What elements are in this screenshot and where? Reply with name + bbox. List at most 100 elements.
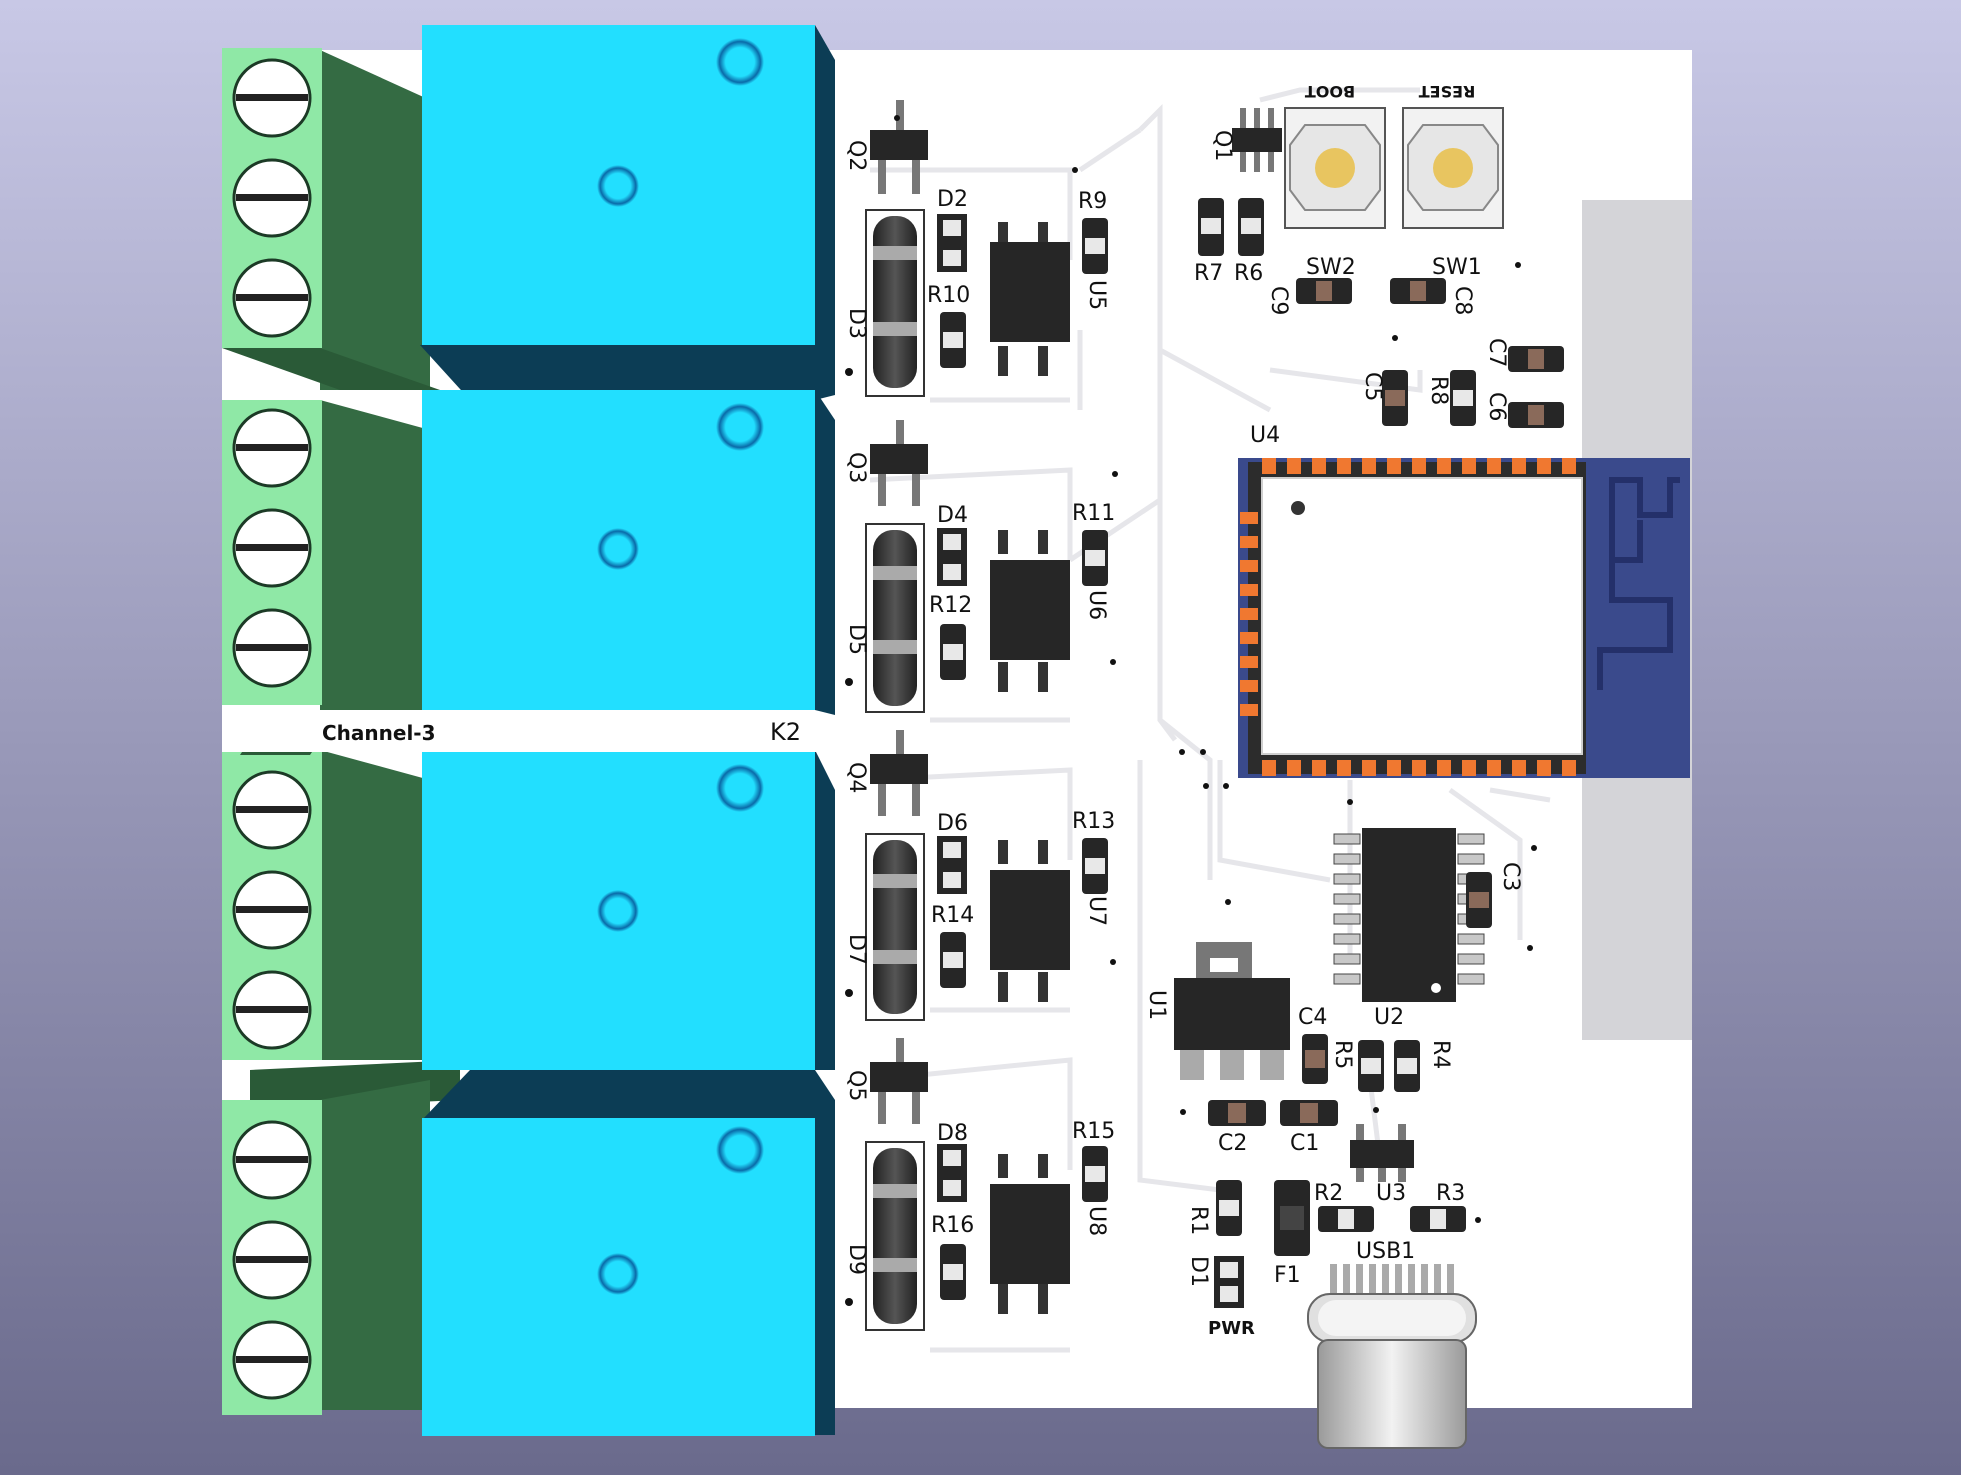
optocoupler-u6 bbox=[990, 530, 1070, 692]
d3-ref: D3 bbox=[844, 308, 869, 339]
transistor-q5 bbox=[870, 1038, 928, 1124]
diode-d9 bbox=[865, 1141, 925, 1331]
d4-ref: D4 bbox=[937, 503, 968, 528]
u3-ref: U3 bbox=[1376, 1181, 1406, 1206]
esp32-module-u4 bbox=[1238, 458, 1690, 778]
capacitor-c7 bbox=[1508, 346, 1564, 372]
capacitor-c6 bbox=[1508, 402, 1564, 428]
boot-button[interactable] bbox=[1284, 107, 1386, 229]
r14-ref: R14 bbox=[931, 903, 974, 928]
u8-ref: U8 bbox=[1084, 1206, 1109, 1236]
regulator-u1 bbox=[1174, 942, 1290, 1080]
usb1-ref: USB1 bbox=[1356, 1239, 1415, 1264]
c3-ref: C3 bbox=[1498, 862, 1523, 891]
screw-icon bbox=[232, 158, 312, 238]
driver-channel-3: Q4 D6 R13 R14 U7 D7 bbox=[844, 730, 1115, 1021]
transistor-q3 bbox=[870, 420, 928, 506]
capacitor-c9 bbox=[1296, 278, 1352, 304]
pin1-marker bbox=[1291, 501, 1305, 515]
screw-icon bbox=[232, 608, 312, 688]
u4-ref: U4 bbox=[1250, 423, 1280, 448]
resistor-r13 bbox=[1082, 838, 1108, 894]
q3-ref: Q3 bbox=[844, 452, 869, 483]
transistor-q4 bbox=[870, 730, 928, 816]
resistor-r10 bbox=[940, 312, 966, 368]
capacitor-c1 bbox=[1280, 1100, 1338, 1126]
r9-ref: R9 bbox=[1078, 189, 1107, 214]
c1-ref: C1 bbox=[1290, 1131, 1319, 1156]
screw-icon bbox=[232, 1120, 312, 1200]
r5-ref: R5 bbox=[1330, 1040, 1355, 1069]
led-d2 bbox=[937, 214, 967, 272]
q5-ref: Q5 bbox=[844, 1070, 869, 1101]
r7-ref: R7 bbox=[1194, 261, 1223, 286]
antenna-trace bbox=[1597, 477, 1680, 690]
ic-u3 bbox=[1350, 1124, 1414, 1182]
r8-ref: R8 bbox=[1426, 376, 1451, 405]
d1-ref: D1 bbox=[1186, 1256, 1211, 1287]
screw-icon bbox=[232, 970, 312, 1050]
c9-ref: C9 bbox=[1266, 286, 1291, 315]
usb-c-connector bbox=[1307, 1264, 1477, 1449]
channel-label-strip bbox=[222, 712, 822, 752]
r12-ref: R12 bbox=[929, 593, 972, 618]
d8-ref: D8 bbox=[937, 1121, 968, 1146]
u2-ref: U2 bbox=[1374, 1005, 1404, 1030]
c2-ref: C2 bbox=[1218, 1131, 1247, 1156]
transistor-q2 bbox=[870, 100, 928, 194]
relay-k2 bbox=[422, 390, 835, 715]
reset-label: RESET bbox=[1419, 82, 1476, 101]
optocoupler-u5 bbox=[990, 222, 1070, 376]
resistor-r6 bbox=[1238, 198, 1264, 256]
capacitor-c2 bbox=[1208, 1100, 1266, 1126]
resistor-r7 bbox=[1198, 198, 1224, 256]
diode-d3 bbox=[865, 209, 925, 397]
d5-ref: D5 bbox=[844, 624, 869, 655]
screw-icon bbox=[232, 258, 312, 338]
reset-button[interactable] bbox=[1402, 107, 1504, 229]
led-d4 bbox=[937, 528, 967, 586]
capacitor-c5 bbox=[1382, 370, 1408, 426]
usb-c-icon bbox=[1317, 1339, 1467, 1449]
diode-d7 bbox=[865, 833, 925, 1021]
led-d6 bbox=[937, 836, 967, 894]
resistor-r15 bbox=[1082, 1146, 1108, 1202]
r10-ref: R10 bbox=[927, 283, 970, 308]
channel-3-label: Channel-3 bbox=[322, 721, 436, 745]
driver-channel-2: Q3 D4 R11 R12 U6 D5 bbox=[844, 420, 1115, 713]
vias bbox=[845, 115, 1537, 1306]
capacitor-c3 bbox=[1466, 872, 1492, 928]
optocoupler-u8 bbox=[990, 1154, 1070, 1314]
capacitor-c4 bbox=[1302, 1034, 1328, 1084]
relay-k2-ref: K2 bbox=[770, 718, 801, 746]
module-pads-left bbox=[1240, 512, 1258, 716]
f1-ref: F1 bbox=[1274, 1263, 1301, 1288]
r4-ref: R4 bbox=[1428, 1040, 1453, 1069]
d7-ref: D7 bbox=[844, 934, 869, 965]
resistor-r14 bbox=[940, 932, 966, 988]
resistor-r1 bbox=[1216, 1180, 1242, 1236]
d6-ref: D6 bbox=[937, 811, 968, 836]
optocoupler-u7 bbox=[990, 840, 1070, 1002]
screw-icon bbox=[232, 1320, 312, 1400]
resistor-r12 bbox=[940, 624, 966, 680]
d2-ref: D2 bbox=[937, 187, 968, 212]
fuse-f1 bbox=[1274, 1180, 1310, 1256]
screw-icon bbox=[232, 408, 312, 488]
screw-icon bbox=[232, 870, 312, 950]
resistor-r2 bbox=[1318, 1206, 1374, 1232]
c6-ref: C6 bbox=[1484, 392, 1509, 421]
sw1-ref: SW1 bbox=[1432, 255, 1482, 280]
boot-label: BOOT bbox=[1305, 82, 1355, 101]
r1-ref: R1 bbox=[1186, 1206, 1211, 1235]
relay-k1 bbox=[420, 25, 835, 400]
screw-icon bbox=[232, 58, 312, 138]
sw2-ref: SW2 bbox=[1306, 255, 1356, 280]
c4-ref: C4 bbox=[1298, 1005, 1327, 1030]
terminal-screws bbox=[232, 58, 312, 1400]
resistor-r5 bbox=[1358, 1040, 1384, 1092]
u6-ref: U6 bbox=[1084, 590, 1109, 620]
transistor-q1 bbox=[1232, 108, 1282, 172]
diode-d5 bbox=[865, 523, 925, 713]
